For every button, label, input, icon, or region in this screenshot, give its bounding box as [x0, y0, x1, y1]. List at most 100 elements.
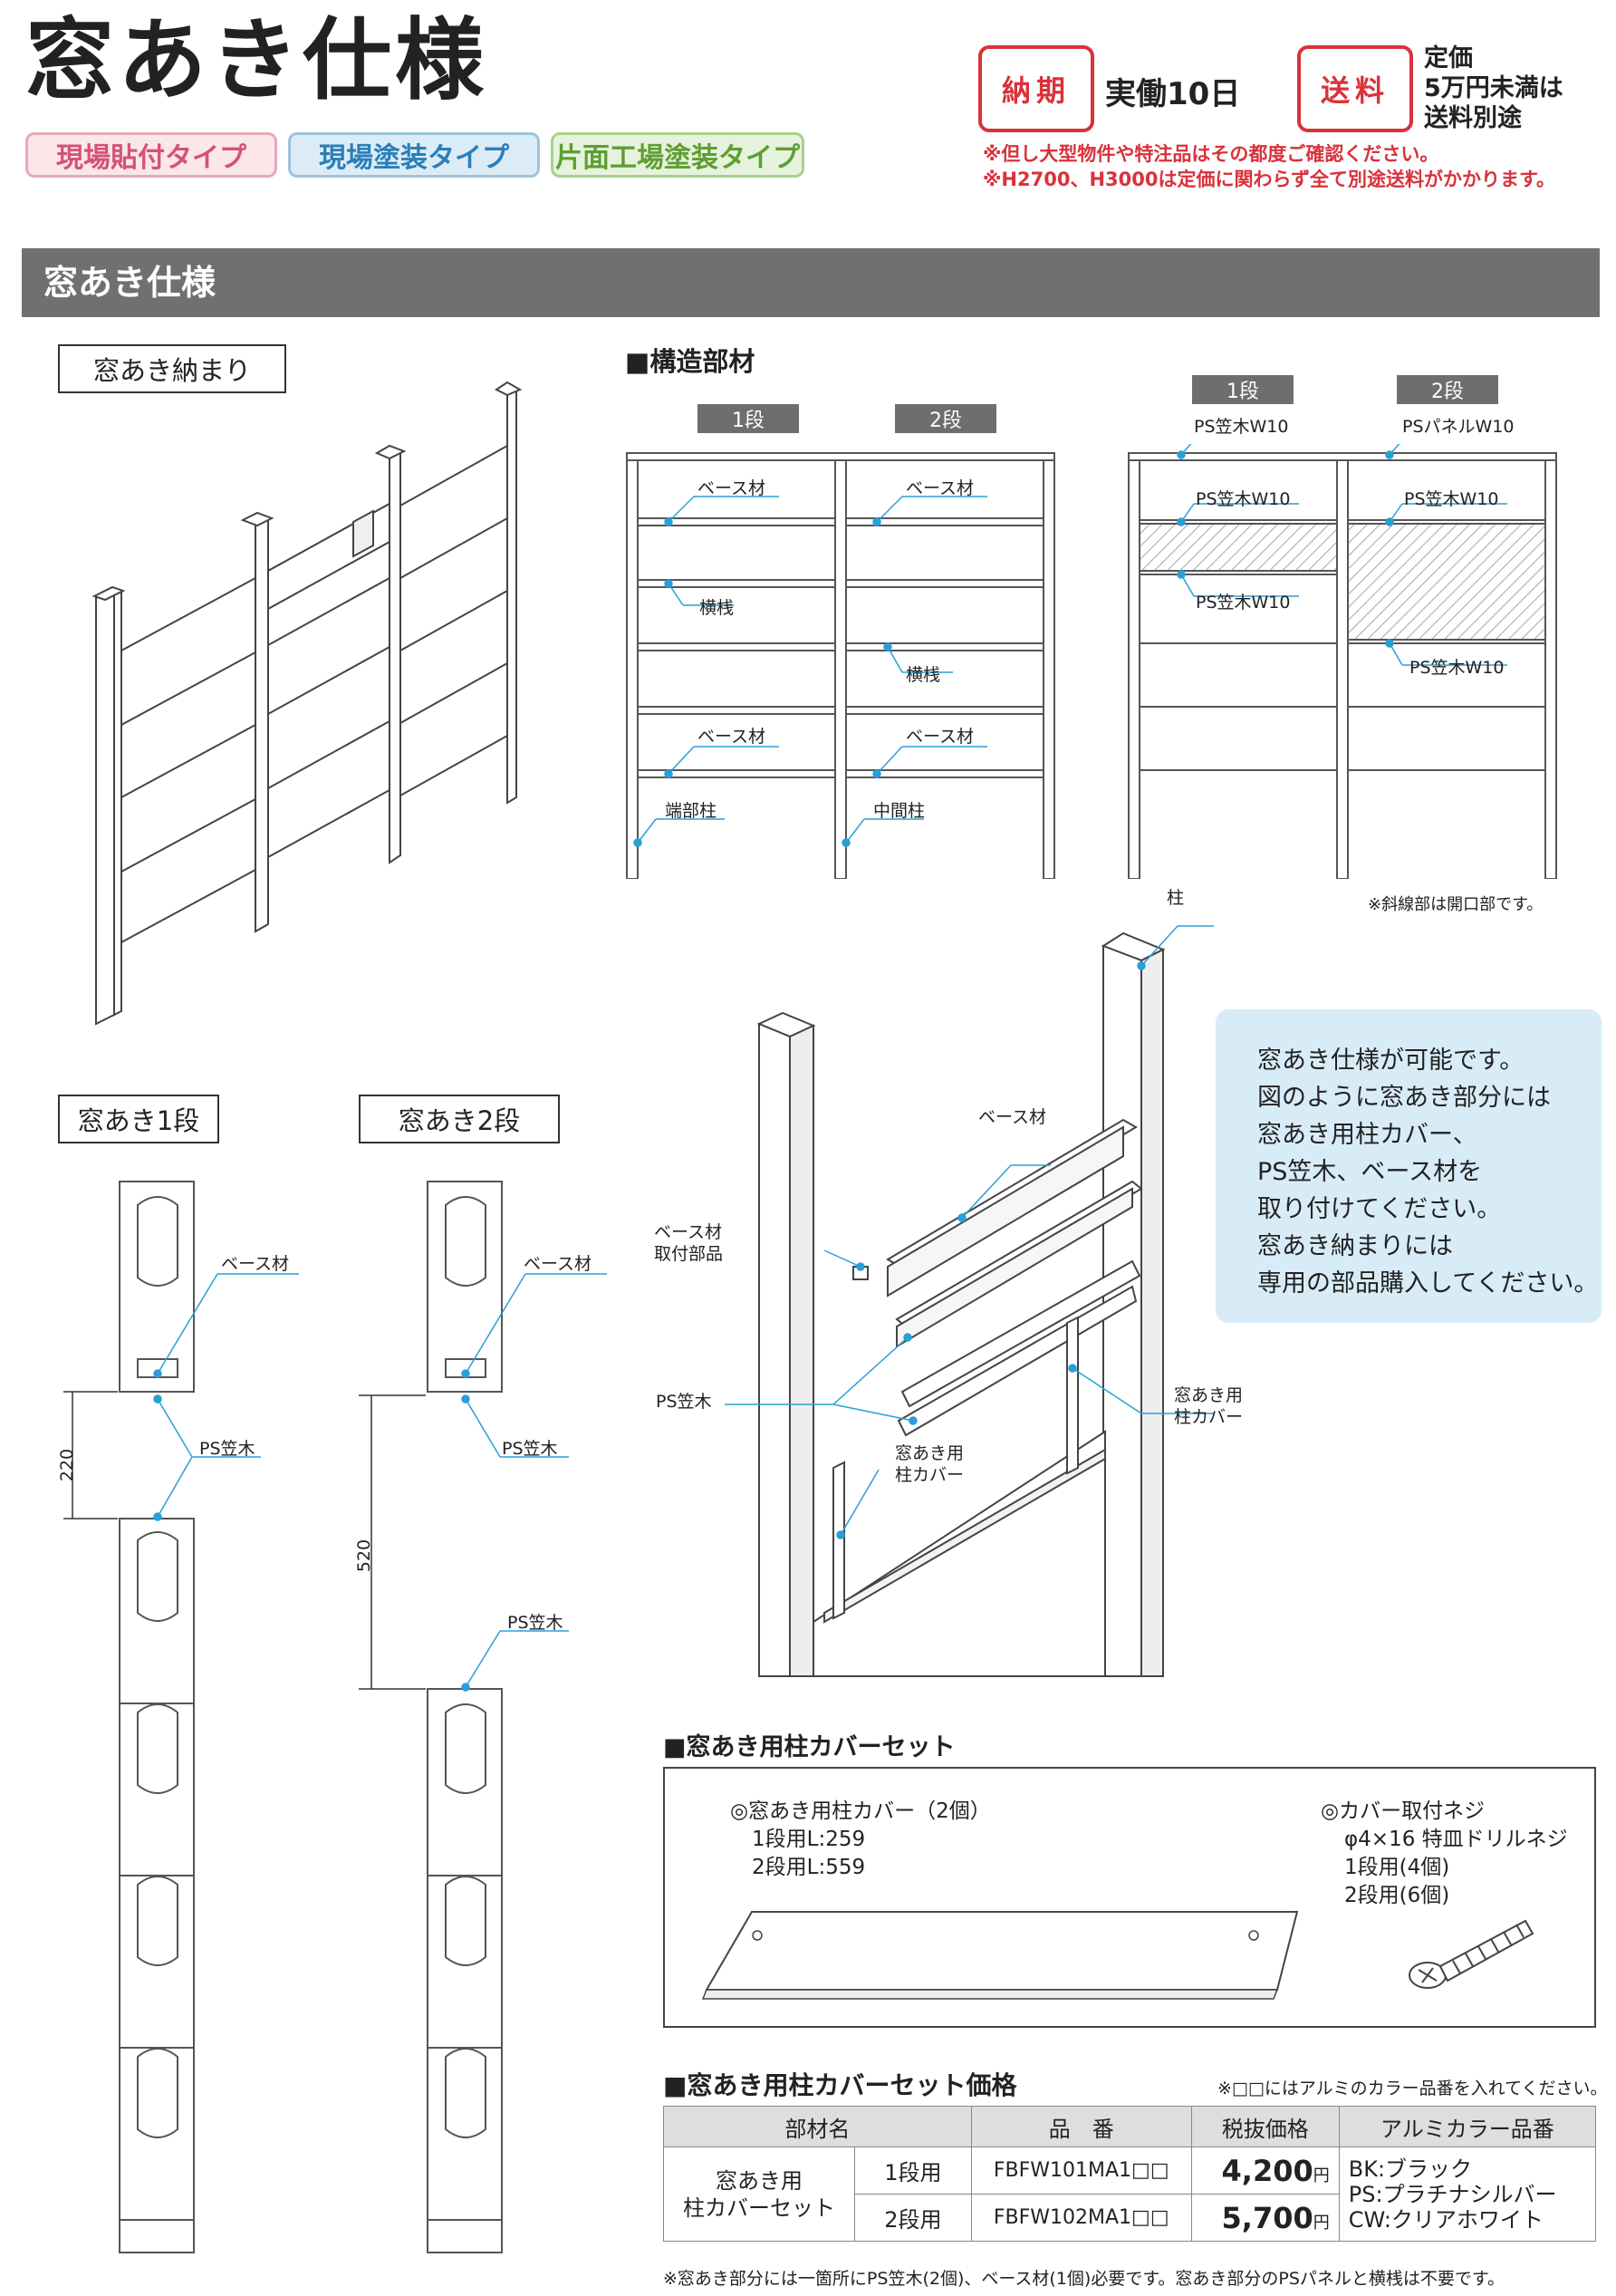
row1-code: FBFW101MA1□□ [970, 2146, 1192, 2195]
shipping-line1: 定価 [1424, 44, 1473, 72]
structure-panel-diagram [1128, 444, 1557, 879]
label-base-4: ベース材 [906, 727, 975, 747]
label-base-1: ベース材 [697, 478, 766, 498]
label-ps-kasagi-2: PS笠木W10 [1196, 489, 1291, 509]
info-line-5: 取り付けてください。 [1257, 1195, 1502, 1223]
section-title: 窓あき仕様 [22, 248, 1600, 317]
info-line-6: 窓あき納まりには [1257, 1232, 1453, 1260]
part-name-1: 窓あき用 [716, 2167, 803, 2194]
shipping-line2: 5万円未満は [1424, 74, 1563, 102]
row2-price: 5,700 [1221, 2200, 1313, 2235]
window2-ps-label: PS笠木 [502, 1439, 558, 1459]
window1-label: 窓あき1段 [58, 1095, 219, 1143]
label-yokosan-1: 横桟 [699, 598, 735, 618]
table-row: 窓あき用 柱カバーセット 1段用 FBFW101MA1□□ 4,200円 BK:… [663, 2146, 1597, 2242]
price-footnote: ※窓あき部分には一箇所にPS笠木(2個)、ベース材(1個)必要です。窓あき部分の… [663, 2269, 1505, 2289]
window2-ps2-label: PS笠木 [507, 1613, 563, 1633]
hatch-note: ※斜線部は開口部です。 [1368, 895, 1544, 914]
color-bk: BK:ブラック [1348, 2156, 1473, 2182]
price-note: ※□□にはアルミのカラー品番を入れてください。 [1217, 2079, 1608, 2098]
cover-spec: ◎窓あき用柱カバー（2個） 1段用L:259 2段用L:559 [730, 1798, 991, 1882]
price-table: 部材名 品 番 税抜価格 アルミカラー品番 窓あき用 柱カバーセット 1段用 F… [663, 2106, 1597, 2242]
fence-window-illustration [91, 381, 523, 1026]
label-base-2: ベース材 [906, 478, 975, 498]
iso-label-cover-upper-1: 窓あき用 [1174, 1385, 1244, 1405]
page-title: 窓あき仕様 [25, 9, 488, 112]
iso-label-base-parts: ベース材 取付部品 [654, 1221, 723, 1265]
label-base-3: ベース材 [697, 727, 766, 747]
row2-type: 2段用 [854, 2194, 972, 2242]
fit-label: 窓あき納まり [58, 344, 286, 393]
iso-label-cover-upper-2: 柱カバー [1174, 1407, 1244, 1427]
info-line-7: 専用の部品購入してください。 [1257, 1269, 1599, 1298]
row2-code: FBFW102MA1□□ [970, 2194, 1192, 2242]
cover-plate-illustration [701, 1911, 1299, 2000]
window2-label: 窓あき2段 [359, 1095, 560, 1143]
info-line-2: 図のように窓あき部分には [1257, 1084, 1551, 1112]
assembly-exploded-view [725, 925, 1214, 1677]
tab-2dan-b: 2段 [1397, 375, 1498, 404]
label-ps-kasagi-3: PS笠木W10 [1404, 489, 1499, 509]
iso-label-post: 柱 [1167, 888, 1185, 908]
info-line-3: 窓あき用柱カバー、 [1257, 1121, 1477, 1149]
shipping-text: 定価 5万円未満は 送料別途 [1424, 43, 1563, 133]
row2-unit: 円 [1313, 2213, 1330, 2233]
row1-type: 1段用 [854, 2146, 972, 2195]
col-code: 品 番 [970, 2106, 1192, 2147]
screw-qty-2: 2段用(6個) [1344, 1884, 1450, 1907]
window1-ps-label: PS笠木 [199, 1439, 255, 1459]
row2-price-cell: 5,700円 [1190, 2194, 1340, 2242]
info-box: 窓あき仕様が可能です。 図のように窓あき部分には 窓あき用柱カバー、 PS笠木、… [1216, 1009, 1602, 1323]
info-line-1: 窓あき仕様が可能です。 [1257, 1047, 1525, 1075]
tag-site-attach: 現場貼付タイプ [25, 132, 277, 178]
row1-unit: 円 [1313, 2166, 1330, 2185]
iso-label-cover-lower-1: 窓あき用 [895, 1443, 965, 1463]
window2-dimension: 520 [354, 1539, 375, 1573]
delivery-badge: 納期 [978, 45, 1094, 132]
window2-section [359, 1181, 607, 2253]
screw-spec: ◎カバー取付ネジ φ4×16 特皿ドリルネジ 1段用(4個) 2段用(6個) [1321, 1798, 1568, 1910]
info-line-4: PS笠木、ベース材を [1257, 1158, 1483, 1186]
col-part-name: 部材名 [663, 2106, 972, 2147]
tab-1dan-b: 1段 [1192, 375, 1294, 404]
label-ps-kasagi-4: PS笠木W10 [1196, 593, 1291, 613]
note-h2700: ※H2700、H3000は定価に関わらず全て別途送料がかかります。 [983, 169, 1555, 190]
structure-frame-diagram [626, 452, 1055, 879]
iso-label-cover-lower: 窓あき用 柱カバー [895, 1442, 964, 1486]
col-price: 税抜価格 [1190, 2106, 1340, 2147]
shipping-line3: 送料別途 [1424, 104, 1522, 132]
iso-label-ps-kasagi: PS笠木 [656, 1392, 712, 1412]
col-color: アルミカラー品番 [1338, 2106, 1597, 2147]
label-ps-kasagi-top-1: PS笠木W10 [1194, 417, 1289, 437]
note-large-order: ※但し大型物件や特注品はその都度ご確認ください。 [983, 143, 1439, 165]
row1-price-cell: 4,200円 [1190, 2146, 1340, 2195]
cover-set-box [663, 1767, 1596, 2028]
label-end-post: 端部柱 [665, 801, 717, 821]
iso-label-cover-lower-2: 柱カバー [895, 1465, 965, 1485]
label-yokosan-2: 横桟 [906, 665, 941, 685]
cover-title: ◎窓あき用柱カバー（2個） [730, 1799, 991, 1823]
window1-base-label: ベース材 [221, 1254, 290, 1274]
structure-heading: ■構造部材 [625, 346, 755, 377]
window2-base-label: ベース材 [524, 1254, 592, 1274]
color-cw: CW:クリアホワイト [1348, 2206, 1544, 2233]
window1-section [63, 1181, 299, 2253]
iso-label-cover-upper: 窓あき用 柱カバー [1174, 1384, 1243, 1428]
iso-label-base-parts-1: ベース材 [654, 1222, 723, 1242]
color-ps: PS:プラチナシルバー [1348, 2181, 1557, 2207]
table-row: 2段用 FBFW102MA1□□ 5,700円 [664, 2194, 1596, 2242]
row1-price: 4,200 [1221, 2153, 1313, 2188]
tab-1dan-a: 1段 [697, 404, 799, 433]
tab-2dan-a: 2段 [895, 404, 996, 433]
shipping-badge: 送料 [1297, 45, 1413, 132]
cover-length-1: 1段用L:259 [752, 1828, 866, 1851]
screw-icon [1409, 1919, 1534, 1989]
delivery-value: 実働10日 [1105, 76, 1241, 112]
part-name-2: 柱カバーセット [683, 2195, 835, 2221]
part-name-cell: 窓あき用 柱カバーセット [663, 2146, 855, 2242]
screw-qty-1: 1段用(4個) [1344, 1856, 1450, 1879]
label-ps-kasagi-5: PS笠木W10 [1409, 658, 1505, 678]
iso-label-base-parts-2: 取付部品 [654, 1244, 724, 1264]
screw-title: ◎カバー取付ネジ [1321, 1799, 1486, 1823]
window1-dimension: 220 [57, 1448, 78, 1482]
